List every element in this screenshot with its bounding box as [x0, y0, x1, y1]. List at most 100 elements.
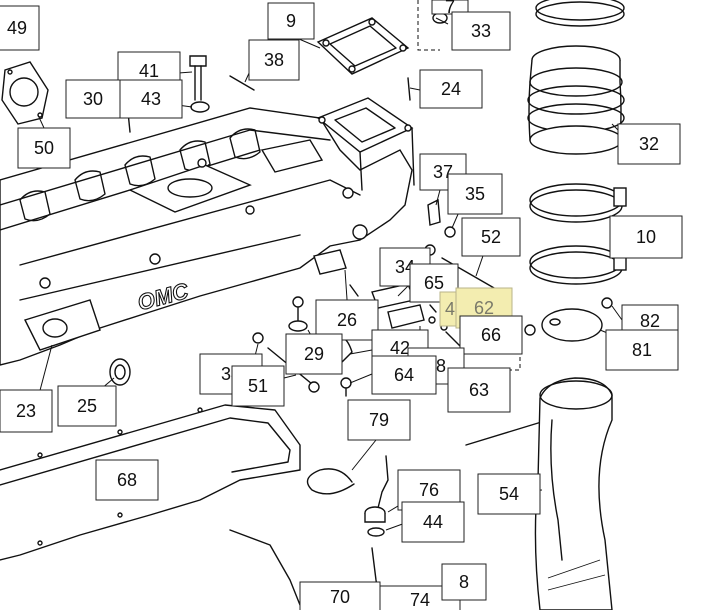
callout-box-30: [65, 79, 121, 119]
pin-45: [429, 304, 437, 313]
callout-box-35: [447, 173, 503, 215]
callout-number-7: 7: [445, 0, 455, 17]
oil-pan-edge: [229, 529, 301, 606]
callout-number-43: 43: [141, 89, 161, 109]
callout-number-24: 24: [441, 79, 461, 99]
callout-box-54: [477, 473, 541, 515]
callout-box-64: [371, 355, 437, 395]
callout-number-8: 8: [459, 572, 469, 592]
callout-number-49: 49: [7, 18, 27, 38]
callout-68: 68: [95, 459, 159, 501]
washer-43: [190, 101, 210, 113]
gasket-68: [0, 404, 301, 561]
cap-76: [364, 455, 389, 523]
callout-number-25: 25: [77, 396, 97, 416]
bracket-37: [427, 198, 441, 226]
callout-number-38: 38: [264, 50, 284, 70]
callout-32: 32: [617, 123, 681, 165]
callout-box-81: [605, 329, 679, 371]
callout-number-26: 26: [337, 310, 357, 330]
callout-number-30: 30: [83, 89, 103, 109]
callout-number-42: 42: [390, 338, 410, 358]
washer-45: [428, 316, 436, 324]
bolt-41: [189, 55, 207, 101]
clamps-10: [529, 183, 627, 285]
callout-26: 26: [315, 299, 379, 341]
nut-82: [601, 297, 613, 309]
callout-52: 52: [461, 217, 521, 257]
callout-number-52: 52: [481, 227, 501, 247]
callout-10: 10: [609, 215, 683, 259]
callout-24: 24: [419, 69, 483, 109]
callout-box-52: [461, 217, 521, 257]
callout-number-82: 82: [640, 311, 660, 331]
callout-box-26: [315, 299, 379, 341]
callout-number-63: 63: [469, 380, 489, 400]
nut-35: [444, 226, 456, 238]
callout-box-8: [441, 563, 487, 601]
callout-number-23: 23: [16, 401, 36, 421]
callout-number-44: 44: [423, 512, 443, 532]
callout-7: 7: [431, 0, 469, 17]
callout-box-49: [0, 5, 40, 51]
callout-35: 35: [447, 173, 503, 215]
callout-8: 8: [441, 563, 487, 601]
callout-box-51: [231, 365, 285, 407]
callout-number-10: 10: [636, 227, 656, 247]
callout-54: 54: [477, 473, 541, 515]
callout-box-25: [57, 385, 117, 427]
callout-box-23: [0, 389, 53, 433]
stud-24: [407, 77, 411, 101]
callout-box-43: [119, 79, 183, 119]
callout-number-9: 9: [286, 11, 296, 31]
callout-box-9: [267, 2, 315, 40]
callout-9: 9: [267, 2, 315, 40]
callout-box-66: [459, 315, 523, 355]
callout-number-41: 41: [139, 61, 159, 81]
callout-number-68: 68: [117, 470, 137, 490]
callout-number-76: 76: [419, 480, 439, 500]
callout-number-74: 74: [410, 590, 430, 610]
callout-box-65: [409, 263, 459, 303]
exhaust-pipe-54: [534, 377, 613, 610]
callout-box-29: [285, 333, 343, 375]
o-ring-44: [367, 527, 385, 537]
callout-79: 79: [347, 399, 411, 441]
callout-81: 81: [605, 329, 679, 371]
bolt-29: [288, 296, 308, 332]
callout-29: 29: [285, 333, 343, 375]
callout-23: 23: [0, 389, 53, 433]
callout-64: 64: [371, 355, 437, 395]
callout-number-79: 79: [369, 410, 389, 430]
stud-38: [229, 75, 255, 91]
callout-box-79: [347, 399, 411, 441]
gasket-50: [1, 61, 49, 125]
snap-ring-79: [306, 468, 355, 495]
callout-number-62: 62: [474, 298, 494, 318]
callout-number-32: 32: [639, 134, 659, 154]
callout-number-81: 81: [632, 340, 652, 360]
callout-box-32: [617, 123, 681, 165]
callout-number-54: 54: [499, 484, 519, 504]
screw-64: [340, 377, 352, 397]
callout-49: 49: [0, 5, 40, 51]
seal-25: [109, 358, 131, 386]
callout-66: 66: [459, 315, 523, 355]
callout-box-24: [419, 69, 483, 109]
dashed-line-top: [417, 0, 440, 51]
callout-box-63: [447, 367, 511, 413]
nut-34b: [252, 332, 264, 344]
callout-44: 44: [401, 501, 465, 543]
callout-box-38: [248, 39, 300, 81]
cover-81: [541, 308, 603, 342]
rod-63: [465, 419, 549, 446]
part-drawings: OMC: [0, 0, 627, 610]
callout-number-50: 50: [34, 138, 54, 158]
callout-number-66: 66: [481, 325, 501, 345]
callout-38: 38: [248, 39, 300, 81]
callout-65: 65: [409, 263, 459, 303]
hose-top-clamp: [535, 0, 625, 27]
callout-number-65: 65: [424, 273, 444, 293]
